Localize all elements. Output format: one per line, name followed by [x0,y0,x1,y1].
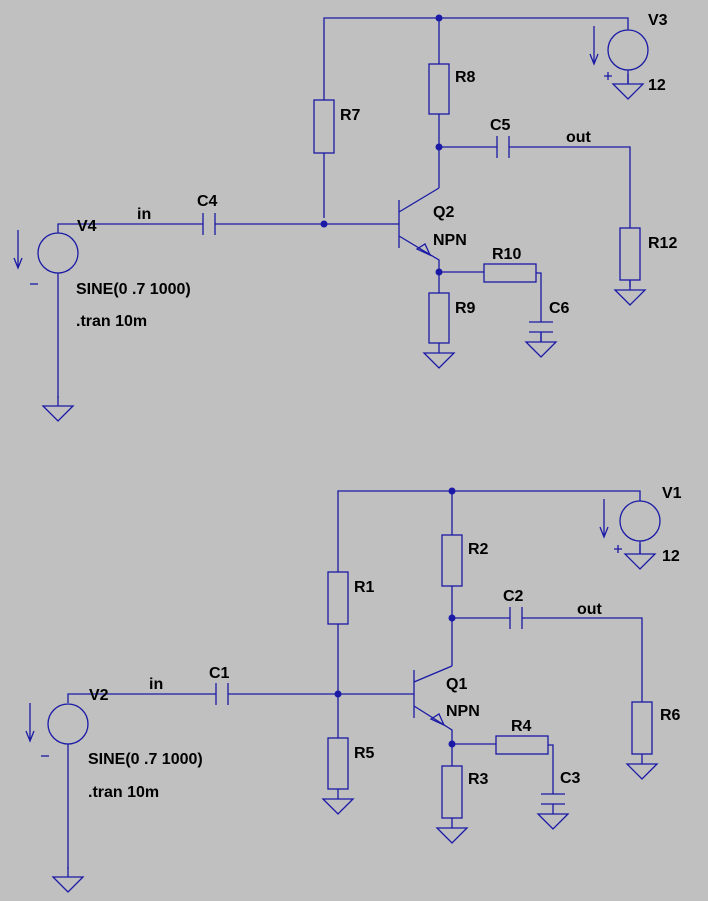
input-capacitor-label: C4 [197,193,218,210]
emitter-resistor[interactable] [441,765,463,819]
emitter-ac-resistor-label: R4 [511,718,532,735]
output-capacitor-label: C2 [503,588,524,605]
bias-bottom-resistor[interactable] [327,737,349,790]
bias-top-resistor-label: R7 [340,107,361,124]
collector-resistor[interactable] [428,63,450,115]
wire [451,743,496,766]
source-value-label: SINE(0 .7 1000) [76,281,191,298]
source-name-label: V4 [77,218,97,235]
transistor-q1[interactable] [413,665,453,744]
output-capacitor[interactable] [509,607,523,629]
output-capacitor-label: C5 [490,117,511,134]
net-in-label: in [137,206,151,223]
emitter-capacitor-label: C6 [549,300,570,317]
transistor-type-label: NPN [433,232,467,249]
input-capacitor-label: C1 [209,665,230,682]
emitter-capacitor[interactable] [529,321,553,333]
source-name-label: V2 [89,687,109,704]
net-in-label: in [149,676,163,693]
transistor-q2[interactable] [398,187,440,272]
supply-source-v3[interactable] [589,26,649,100]
emitter-ac-resistor-label: R10 [492,246,521,263]
supply-name-label: V1 [662,485,682,502]
collector-resistor-label: R8 [455,69,476,86]
wire [57,223,399,233]
emitter-ac-resistor[interactable] [483,263,537,283]
emitter-capacitor-label: C3 [560,770,581,787]
net-out-label: out [566,129,592,146]
supply-value-label: 12 [648,77,666,94]
load-resistor-label: R6 [660,707,681,724]
load-resistor[interactable] [619,227,641,281]
emitter-capacitor[interactable] [541,793,565,805]
supply-value-label: 12 [662,548,680,565]
input-capacitor[interactable] [215,683,229,705]
emitter-ac-resistor[interactable] [495,735,549,755]
emitter-resistor-label: R9 [455,300,476,317]
collector-resistor[interactable] [441,534,463,587]
input-capacitor[interactable] [202,213,216,235]
bias-top-resistor-label: R1 [354,579,375,596]
output-capacitor[interactable] [496,136,510,158]
wire [438,271,484,293]
wire [67,693,414,703]
sim-directive-label: .tran 10m [76,313,147,330]
source-value-label: SINE(0 .7 1000) [88,751,203,768]
supply-source-v1[interactable] [599,499,661,570]
signal-source-v4[interactable] [13,230,79,422]
bias-bottom-resistor-label: R5 [354,745,375,762]
bias-top-resistor[interactable] [313,99,335,154]
emitter-resistor-label: R3 [468,771,489,788]
bias-top-resistor[interactable] [327,571,349,625]
supply-name-label: V3 [648,12,668,29]
wire [337,490,641,572]
net-out-label: out [577,601,603,618]
signal-source-v2[interactable] [25,703,89,893]
transistor-type-label: NPN [446,703,480,720]
wire [452,617,643,702]
wire [323,17,629,218]
emitter-resistor[interactable] [428,292,450,344]
sim-directive-label: .tran 10m [88,784,159,801]
transistor-name-label: Q1 [446,676,467,693]
load-resistor[interactable] [631,701,653,755]
bottom-schematic: V1 12 R2 C2 out R6 R1 R5 C1 in V2 SINE(0… [25,485,682,893]
top-schematic: V3 12 R8 C5 out R12 R7 C4 in V4 SINE(0 .… [13,12,677,422]
collector-resistor-label: R2 [468,541,489,558]
transistor-name-label: Q2 [433,204,454,221]
wire [548,744,554,794]
wire [439,146,631,228]
load-resistor-label: R12 [648,235,677,252]
wire [536,272,542,322]
